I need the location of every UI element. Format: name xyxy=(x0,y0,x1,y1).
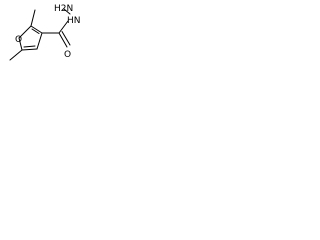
bond-ring-c3-c4 xyxy=(36,32,43,50)
bond-nh-nh2 xyxy=(63,8,71,15)
bond-ring-c5-o1 xyxy=(18,37,23,51)
ring-oxygen-label: O xyxy=(15,35,22,45)
bond-methyl-top xyxy=(30,9,36,27)
hydrazide-nh-label: HN xyxy=(67,16,81,26)
bond-ring-c4-c5 xyxy=(21,48,38,51)
bond-carbonyl-double-1 xyxy=(58,32,68,48)
bond-carbonyl-nh xyxy=(58,20,69,34)
bond-carbonyl-double-2 xyxy=(61,31,71,46)
chemical-structure-diagram: O O HN H2N xyxy=(9,4,81,61)
bond-ring-c2-c3-inner xyxy=(31,28,40,34)
carbonyl-oxygen-label: O xyxy=(64,50,71,60)
bond-ring-c2-c3 xyxy=(30,25,43,34)
bond-ring-c4-c5-inner xyxy=(23,45,36,48)
bond-methyl-bottom xyxy=(9,49,23,61)
furan-ring xyxy=(18,25,43,51)
bond-ring-o1-c2 xyxy=(18,25,32,39)
amine-nh2-label: H2N xyxy=(54,4,73,14)
